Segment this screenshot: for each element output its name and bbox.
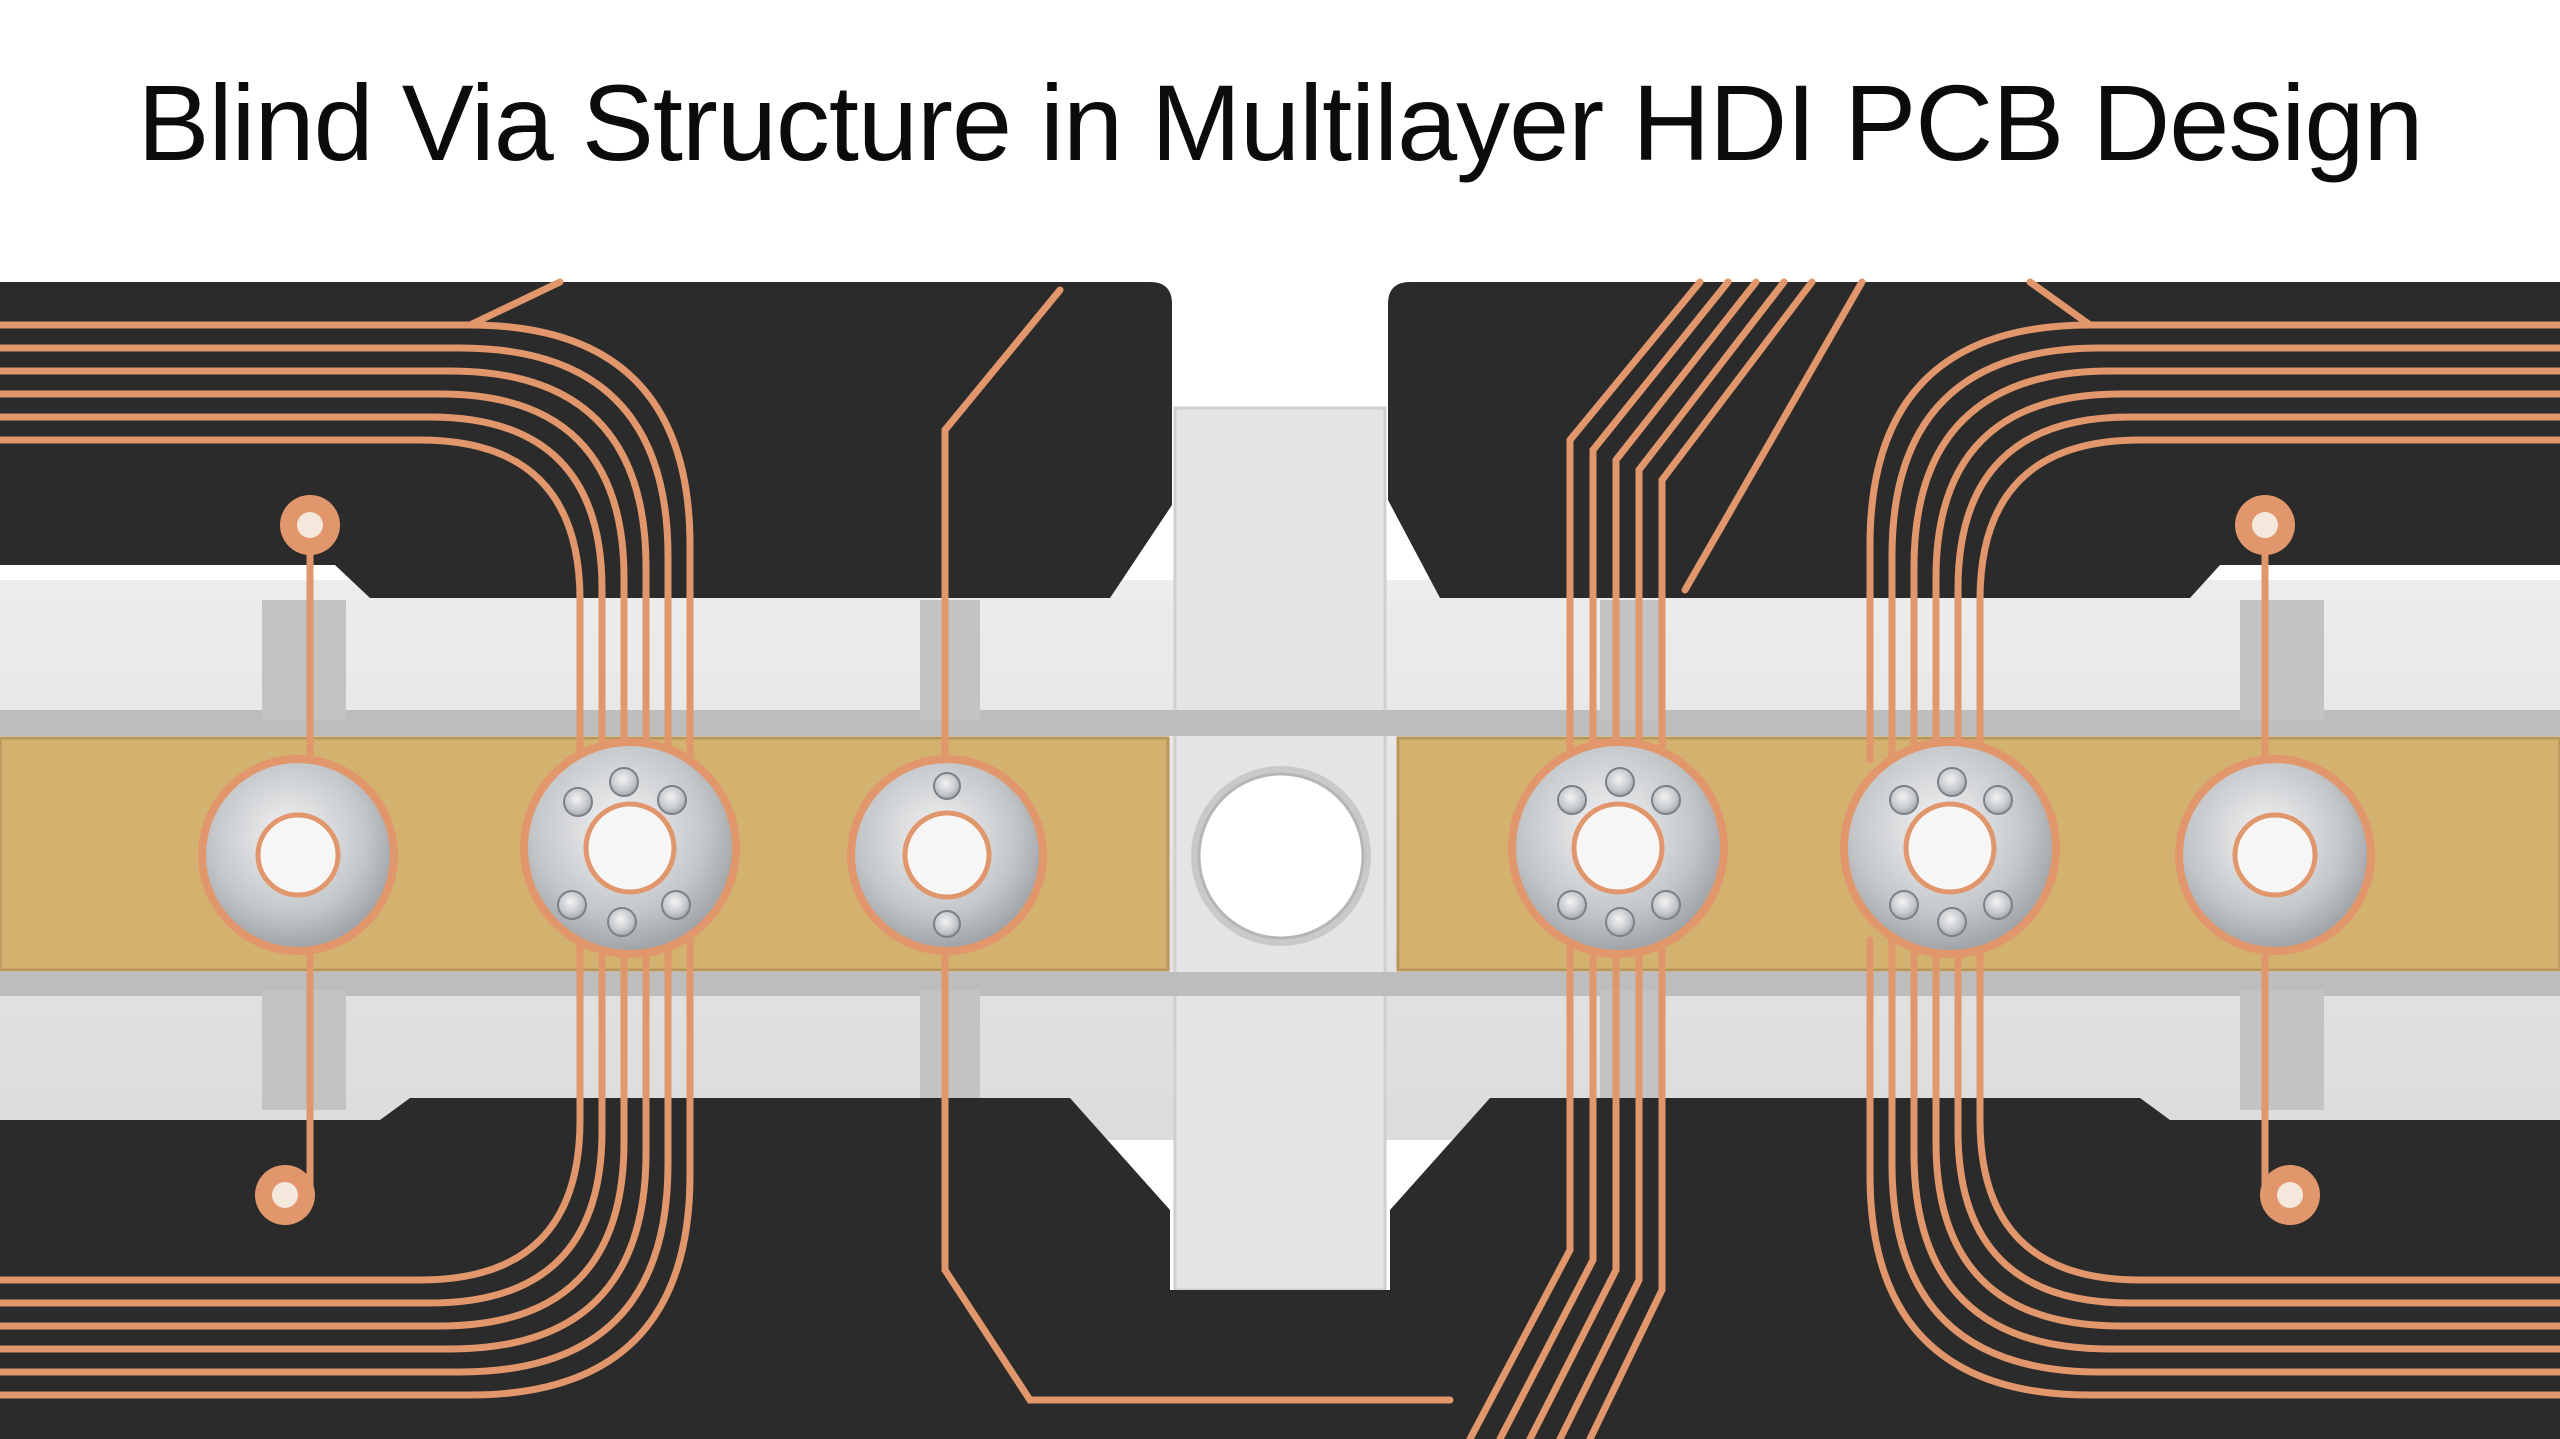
inner-layer-verticals [262,600,2324,1110]
inner-layer-stripe-top [0,710,2560,736]
via-2 [520,738,740,958]
solder-mask-bottom-center [1170,1290,1390,1439]
via-5 [1508,738,1728,958]
via-4-through-hole [1191,766,1371,946]
via-7 [2175,755,2375,955]
via-3 [847,755,1047,955]
via-1 [198,755,398,955]
via-6 [1840,738,2060,958]
copper-traces [0,278,2560,1439]
inner-layer-stripe-bottom [0,972,2560,996]
diagram-title: Blind Via Structure in Multilayer HDI PC… [137,62,2424,183]
trace-end-pads [255,495,2320,1225]
